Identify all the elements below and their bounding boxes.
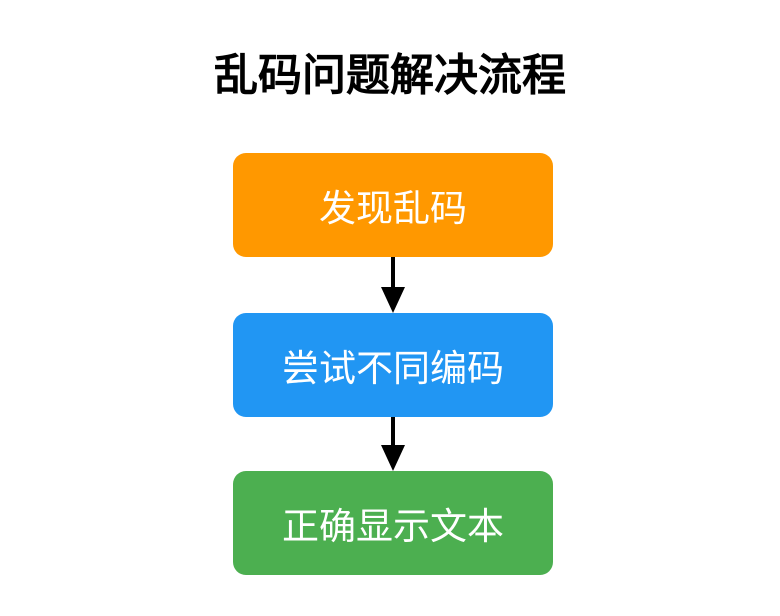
flow-node-try-different-encodings: 尝试不同编码 (233, 313, 553, 417)
flow-node-label: 发现乱码 (319, 188, 467, 229)
flow-node-text-displays-correctly: 正确显示文本 (233, 471, 553, 575)
diagram-title: 乱码问题解决流程 (214, 51, 566, 100)
flow-node-label: 尝试不同编码 (282, 348, 504, 389)
arrow-line (391, 257, 395, 287)
arrow-down-icon (381, 287, 405, 313)
flow-arrow-2 (381, 417, 405, 471)
flow-node-discover-garbled-text: 发现乱码 (233, 153, 553, 257)
flow-node-label: 正确显示文本 (282, 506, 504, 547)
arrow-down-icon (381, 445, 405, 471)
arrow-line (391, 417, 395, 445)
flow-arrow-1 (381, 257, 405, 313)
